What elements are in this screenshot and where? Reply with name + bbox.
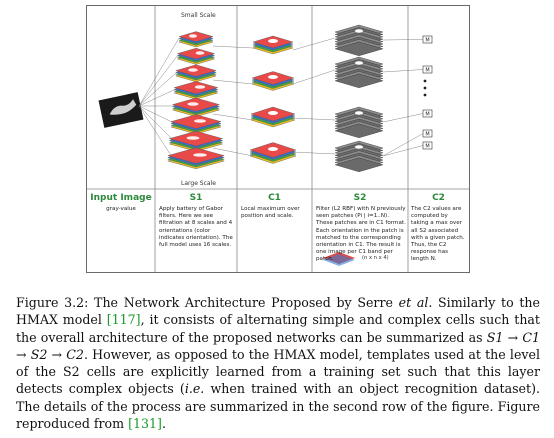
response-blob (188, 68, 198, 72)
c2-output-box: M (422, 65, 433, 73)
svg-text:M: M (425, 131, 429, 137)
svg-text:M: M (425, 143, 429, 149)
svg-text:M: M (425, 111, 429, 117)
response-blob (193, 153, 207, 157)
c2-output-box: M (422, 109, 433, 117)
col-desc-c2: The C2 values are computed by taking a m… (411, 206, 465, 263)
response-blob (268, 39, 278, 43)
response-blob (355, 145, 363, 149)
col-desc-input: gray-value (106, 206, 136, 212)
n-shape-label: (n x n x 4) (362, 255, 389, 261)
response-blob (355, 61, 363, 65)
caption-segment: . (161, 416, 166, 432)
caption-segment: . However, as opposed to the HMAX model,… (16, 346, 540, 397)
col-desc-c1: Local maximum over position and scale. (241, 206, 300, 220)
caption-segment[interactable]: [117] (106, 312, 141, 328)
caption-segment: , it consists of alternating simple and … (16, 312, 540, 345)
col-desc-s2: Filter (L2 RBF) with N previously seen p… (316, 206, 406, 263)
caption-segment: . Similarly to the HMAX model (16, 295, 540, 328)
s2-layer (334, 73, 384, 89)
patch-legend-icon (323, 252, 355, 266)
large-scale-label: Large Scale (181, 180, 216, 187)
caption-segment[interactable]: [131] (128, 416, 162, 432)
col-desc-s1: Apply battery of Gabor filters. Here we … (159, 206, 233, 249)
response-blob (195, 51, 205, 55)
response-blob (187, 102, 199, 106)
caption-segment: et al (398, 295, 429, 310)
s2-layer (334, 157, 384, 173)
col-title-c2: C2 (432, 193, 445, 203)
response-blob (355, 111, 363, 115)
svg-text:M: M (425, 67, 429, 73)
caption-segment: S1 → C1 → S2 → C2 (16, 329, 540, 362)
c2-output-box: M (422, 141, 433, 149)
input-image (98, 92, 144, 128)
c2-output-box: M (422, 35, 433, 43)
response-blob (194, 85, 206, 89)
caption-segment: i.e. (184, 381, 205, 397)
response-blob (194, 119, 206, 123)
svg-text:M: M (425, 37, 429, 43)
caption-segment: Figure 3.2: The Network Architecture Pro… (16, 295, 399, 310)
response-blob (268, 111, 278, 115)
col-title-input: Input Image (90, 193, 152, 203)
s2-layer (334, 41, 384, 57)
response-blob (268, 147, 278, 151)
s2-layer (334, 123, 384, 139)
figure-caption: Figure 3.2: The Network Architecture Pro… (16, 294, 540, 432)
col-title-c1: C1 (268, 193, 281, 203)
col-title-s1: S1 (189, 193, 203, 203)
response-blob (355, 29, 363, 33)
response-blob (268, 75, 278, 79)
small-scale-label: Small Scale (181, 12, 216, 19)
response-blob (189, 34, 197, 38)
c2-output-box: M (422, 129, 433, 137)
caption-segment: when trained with an object recognition … (16, 381, 540, 432)
response-blob (186, 136, 200, 140)
col-title-s2: S2 (353, 193, 367, 203)
